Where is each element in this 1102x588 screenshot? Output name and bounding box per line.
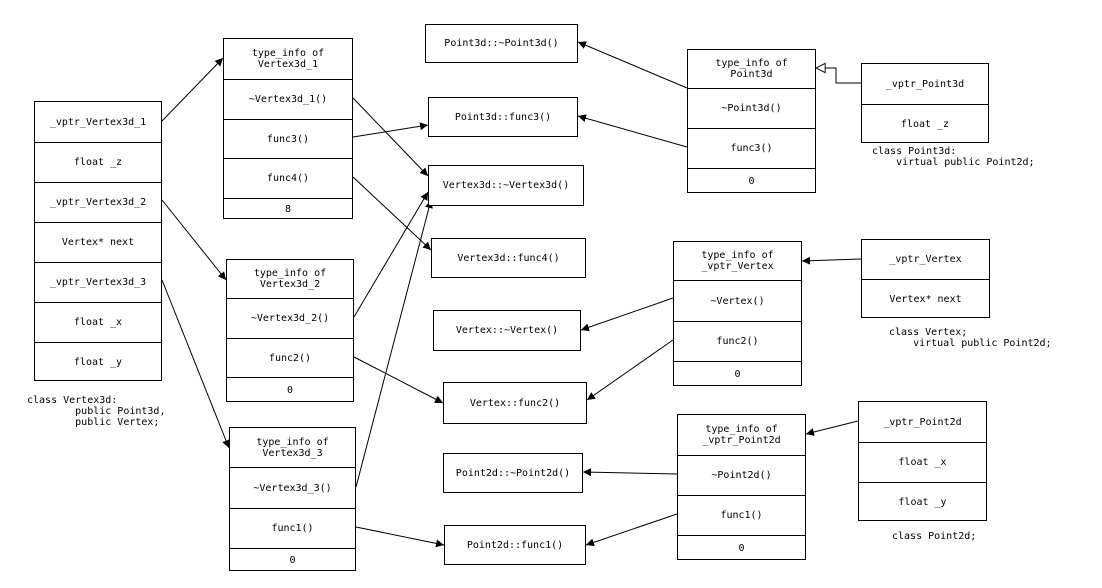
vtable-point2d-typeinfo: type_info of _vptr_Point2d [702, 424, 781, 446]
arrow-point2d-dtor [582, 468, 678, 477]
arrow-dtor3-to-vertex3d-dtor [355, 199, 433, 488]
vtable1-dtor: ~Vertex3d_1() [224, 79, 352, 119]
vtable2-func2: func2() [227, 338, 353, 377]
arrow-point2d-func1 [585, 513, 678, 547]
function-vertex-dtor: Vertex::~Vertex() [433, 310, 581, 351]
function-point3d-dtor: Point3d::~Point3d() [425, 24, 578, 63]
vtable-vertex-dtor: ~Vertex() [674, 280, 801, 321]
function-point3d-func3: Point3d::func3() [428, 97, 578, 137]
point2d-class-caption: class Point2d; [892, 531, 977, 542]
vtable-point3d-offset: 0 [688, 168, 815, 193]
arrow-vertex-vptr-to-vtable [801, 256, 862, 265]
vertex3d-object-layout: _vptr_Vertex3d_1 float _z _vptr_Vertex3d… [34, 101, 162, 381]
point3d-object-layout: _vptr_Point3d float _z [861, 63, 989, 143]
vtable3-dtor: ~Vertex3d_3() [230, 467, 355, 508]
vtable-vertex-offset: 0 [674, 361, 801, 386]
arrow-vptr3-to-vtable3 [161, 279, 230, 449]
vertex-class-caption: class Vertex; virtual public Point2d; [889, 327, 1052, 349]
vertex3d-row-next: Vertex* next [35, 222, 161, 262]
arrow-vptr1-to-vtable1 [161, 57, 224, 122]
vtable-point2d-offset: 0 [678, 535, 805, 560]
arrow-dtor1-to-vertex3d-dtor [352, 97, 429, 177]
point3d-row-float-z: float _z [862, 104, 988, 143]
vtable-vertex3d-2: type_info of Vertex3d_2 ~Vertex3d_2() fu… [226, 259, 354, 402]
arrow-func4-to-vertex3d-func4 [352, 176, 432, 251]
vertex-row-next: Vertex* next [862, 279, 989, 318]
vtable-vertex-typeinfo: type_info of _vptr_Vertex [701, 250, 774, 272]
vertex3d-class-caption: class Vertex3d: public Point3d, public V… [27, 395, 166, 428]
vtable2-offset: 0 [227, 377, 353, 402]
vtable2-typeinfo: type_info of Vertex3d_2 [253, 268, 327, 290]
vtable3-typeinfo: type_info of Vertex3d_3 [256, 436, 329, 459]
vertex3d-row-float-x: float _x [35, 302, 161, 342]
point3d-row-vptr: _vptr_Point3d [885, 78, 965, 90]
vtable1-offset: 8 [224, 198, 352, 219]
function-point2d-dtor: Point2d::~Point2d() [443, 453, 583, 493]
arrow-func3-to-point3d-func3 [352, 122, 429, 138]
arrow-point2d-vptr-to-vtable [805, 420, 859, 436]
vtable-vertex-func2: func2() [674, 321, 801, 361]
arrow-func1-to-point2d-func1 [355, 526, 445, 548]
vtable3-offset: 0 [230, 548, 355, 571]
arrow-dtor2-to-vertex3d-dtor [353, 191, 429, 318]
vtable2-dtor: ~Vertex3d_2() [227, 298, 353, 338]
function-point2d-func1: Point2d::func1() [444, 525, 586, 565]
arrow-point3d-dtor [577, 41, 688, 89]
vertex3d-row-vptr3: _vptr_Vertex3d_3 [35, 262, 161, 302]
arrow-vertex-dtor [580, 297, 674, 332]
function-vertex-func2: Vertex::func2() [443, 382, 587, 424]
point2d-object-layout: _vptr_Point2d float _x float _y [858, 401, 987, 521]
vertex3d-row-vptr2: _vptr_Vertex3d_2 [35, 182, 161, 222]
arrow-func2-to-vertex-func2 [353, 356, 444, 404]
vertex3d-row-vptr1: _vptr_Vertex3d_1 [49, 116, 147, 128]
vtable-vertex: type_info of _vptr_Vertex ~Vertex() func… [673, 241, 802, 386]
vertex-row-vptr: _vptr_Vertex [889, 254, 962, 265]
vtable-point2d: type_info of _vptr_Point2d ~Point2d() fu… [677, 414, 806, 560]
point2d-row-float-x: float _x [859, 442, 986, 482]
vtable1-func3: func3() [224, 119, 352, 158]
vtable-point3d: type_info of Point3d ~Point3d() func3() … [687, 49, 816, 193]
vtable-point3d-typeinfo: type_info of Point3d [715, 58, 788, 80]
vtable1-func4: func4() [224, 158, 352, 198]
vtable1-typeinfo: type_info of Vertex3d_1 [251, 48, 325, 70]
vertex3d-row-float-z: float _z [35, 142, 161, 182]
arrow-point3d-vptr-to-vtable [816, 68, 861, 84]
vertex3d-row-float-y: float _y [35, 342, 161, 381]
vtable-point2d-dtor: ~Point2d() [678, 455, 805, 495]
vertex-object-layout: _vptr_Vertex Vertex* next [861, 239, 990, 318]
vtable-vertex3d-3: type_info of Vertex3d_3 ~Vertex3d_3() fu… [229, 427, 356, 571]
vtable-point2d-func1: func1() [678, 495, 805, 535]
arrow-point3d-func3 [577, 114, 688, 148]
vtable-point3d-func3: func3() [688, 128, 815, 168]
vtable3-func1: func1() [230, 508, 355, 548]
point3d-class-caption: class Point3d: virtual public Point2d; [872, 146, 1035, 168]
function-vertex3d-func4: Vertex3d::func4() [431, 238, 586, 278]
point2d-row-vptr: _vptr_Point2d [883, 416, 962, 428]
vtable-point3d-dtor: ~Point3d() [688, 88, 815, 128]
vtable-vertex3d-1: type_info of Vertex3d_1 ~Vertex3d_1() fu… [223, 38, 353, 219]
arrow-vertex-func2 [586, 339, 674, 401]
arrow-vptr2-to-vtable2 [161, 199, 227, 281]
point2d-row-float-y: float _y [859, 482, 986, 521]
function-vertex3d-dtor: Vertex3d::~Vertex3d() [428, 165, 584, 206]
